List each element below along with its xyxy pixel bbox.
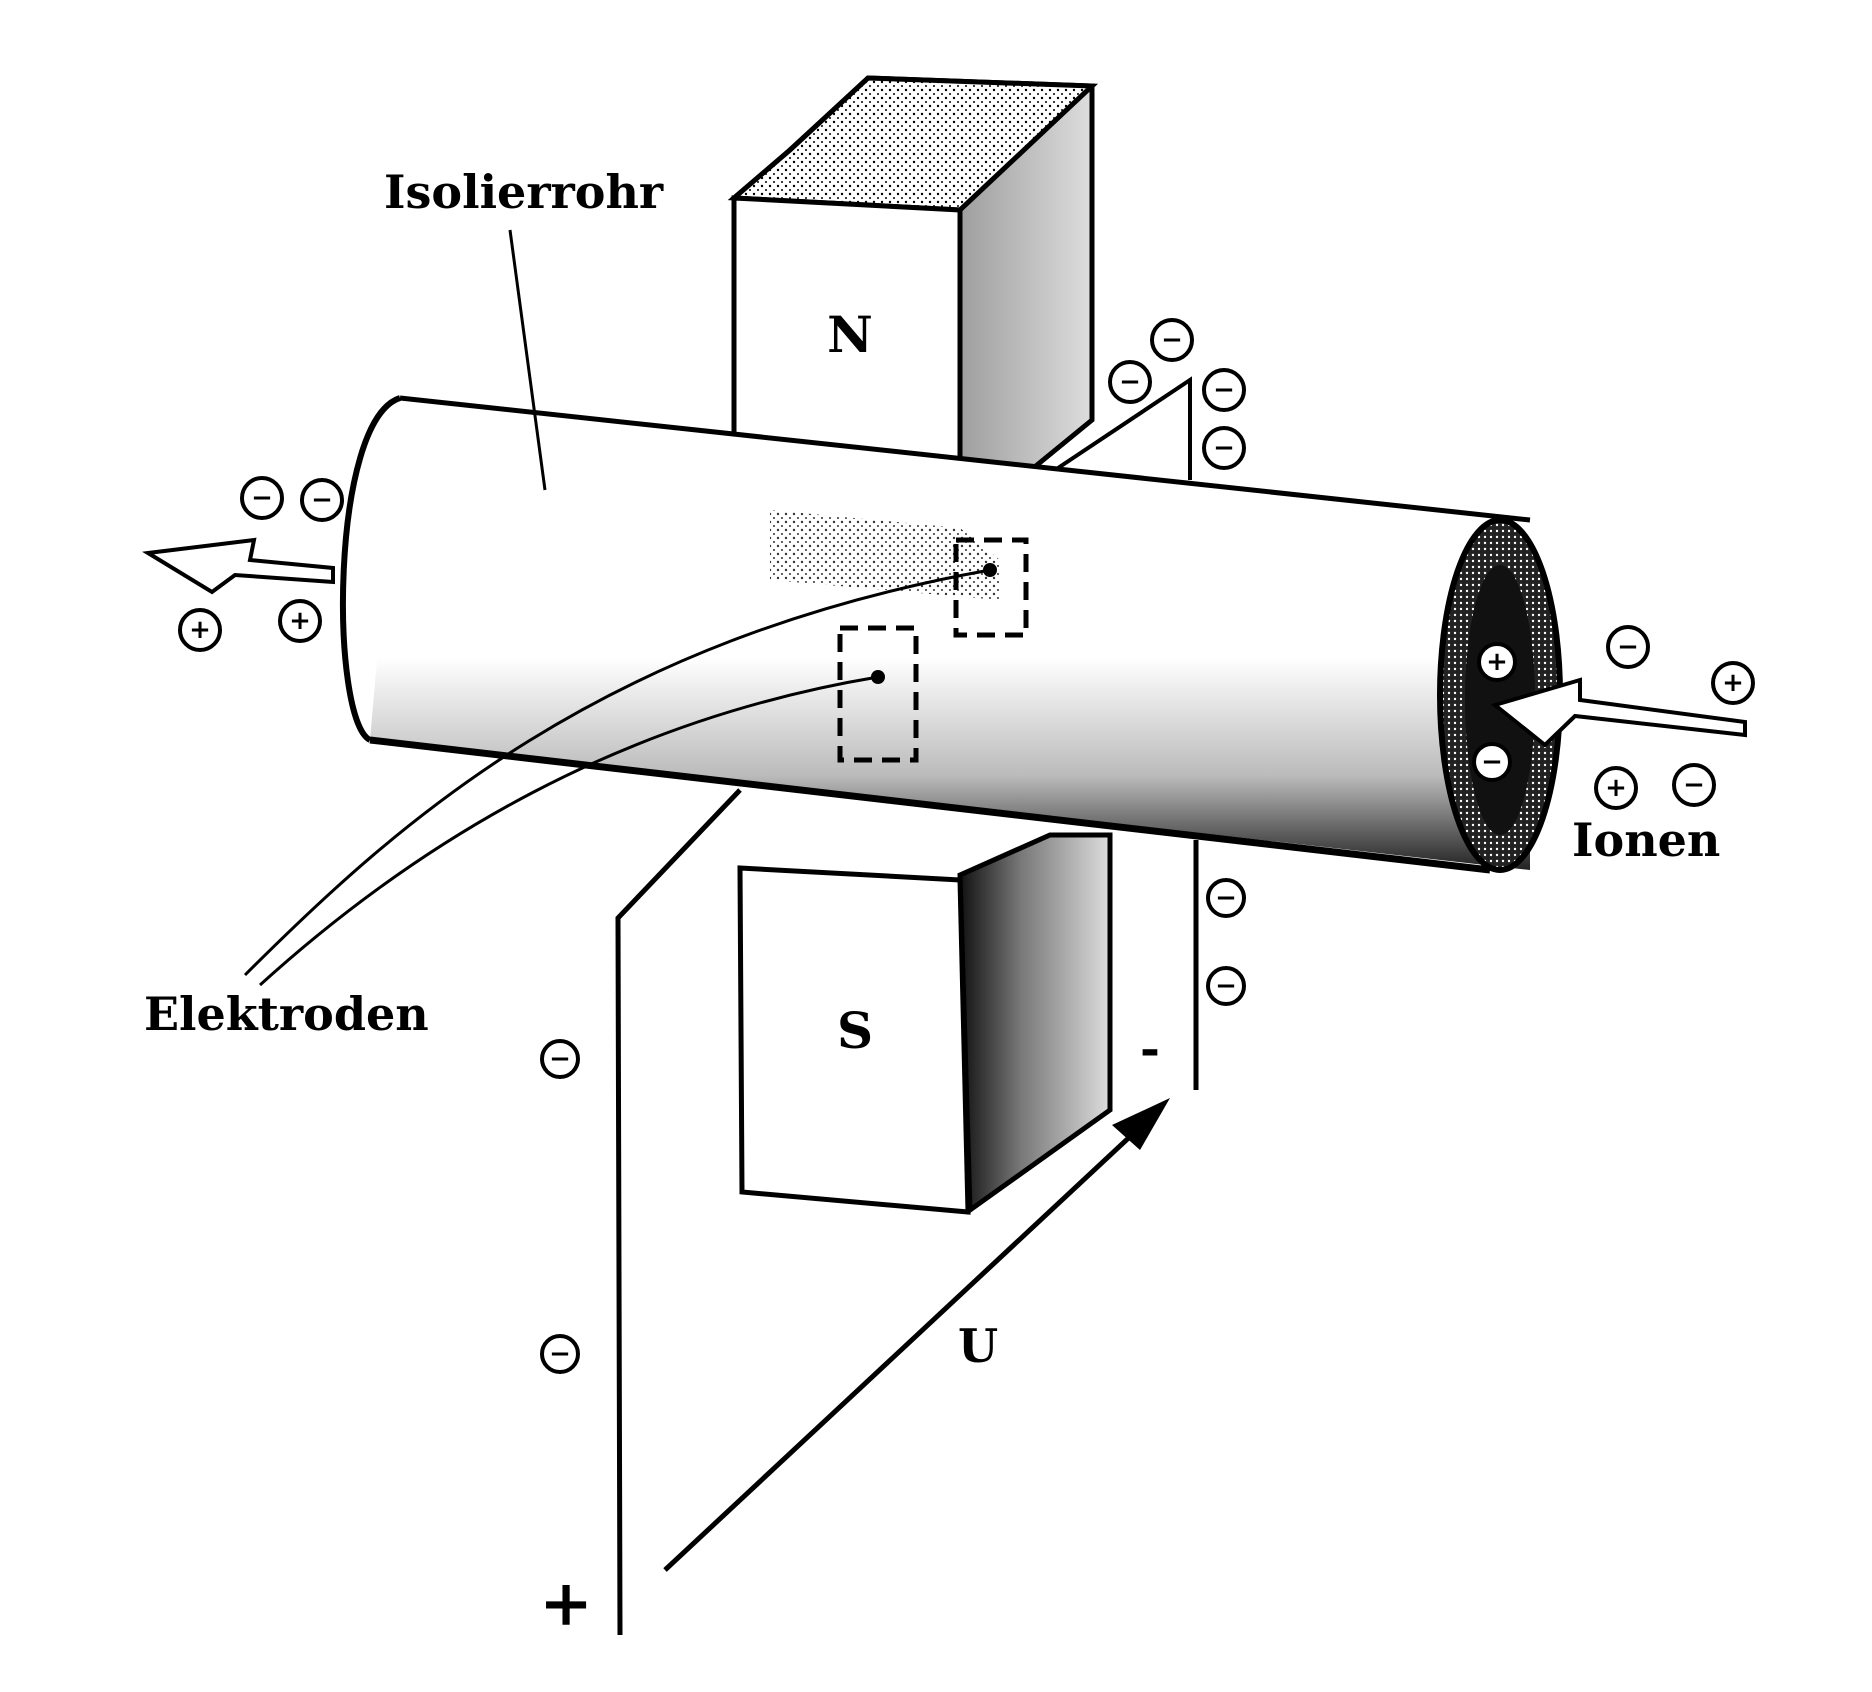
north-pole-label: N bbox=[827, 305, 873, 364]
tube-label: Isolierrohr bbox=[384, 165, 664, 219]
svg-text:−: − bbox=[311, 485, 333, 515]
svg-text:−: − bbox=[549, 1044, 571, 1074]
electrode-front bbox=[837, 625, 919, 763]
svg-text:+: + bbox=[1486, 647, 1508, 677]
inflow-arrow bbox=[1490, 677, 1747, 748]
svg-text:−: − bbox=[1213, 375, 1235, 405]
positive-charge: + bbox=[278, 599, 322, 643]
voltage-arrow bbox=[663, 1116, 1152, 1572]
negative-charge: − bbox=[1206, 878, 1246, 918]
svg-text:+: + bbox=[1605, 773, 1627, 803]
negative-charge: − bbox=[1202, 368, 1246, 412]
svg-text:−: − bbox=[1161, 325, 1183, 355]
negative-charge: − bbox=[540, 1334, 580, 1374]
negative-charge: − bbox=[300, 478, 344, 522]
svg-text:+: + bbox=[189, 615, 211, 645]
negative-charge: − bbox=[540, 1039, 580, 1079]
outflow-arrow bbox=[142, 537, 335, 595]
electrode-leader-2 bbox=[258, 675, 879, 987]
negative-charge: − bbox=[1672, 763, 1716, 807]
negative-charge: − bbox=[1606, 625, 1650, 669]
south-pole-label: S bbox=[837, 1001, 873, 1060]
front-circuit-wire bbox=[615, 788, 742, 1636]
minus-terminal-label: - bbox=[1140, 1021, 1160, 1077]
svg-text:−: − bbox=[1683, 770, 1705, 800]
tube-left-end bbox=[339, 395, 402, 743]
svg-text:−: − bbox=[1119, 367, 1141, 397]
south-magnet-side bbox=[957, 832, 1113, 1215]
voltage-label: U bbox=[958, 1319, 998, 1373]
magnet-shadow bbox=[770, 510, 1000, 600]
svg-text:−: − bbox=[1215, 883, 1237, 913]
ions-label: Ionen bbox=[1572, 813, 1720, 867]
charges: − − + + − − − − + − − + + − − − − − bbox=[178, 318, 1755, 1374]
negative-charge: − bbox=[1202, 426, 1246, 470]
positive-charge: + bbox=[1711, 661, 1755, 705]
back-electrode-wire bbox=[1038, 376, 1192, 482]
negative-charge: − bbox=[1150, 318, 1194, 362]
insulating-tube bbox=[339, 395, 1563, 874]
svg-text:+: + bbox=[289, 606, 311, 636]
svg-text:−: − bbox=[1617, 632, 1639, 662]
voltage-arrowhead bbox=[1112, 1098, 1170, 1150]
positive-charge: + bbox=[1594, 766, 1638, 810]
svg-text:−: − bbox=[1213, 433, 1235, 463]
svg-text:−: − bbox=[549, 1339, 571, 1369]
negative-charge: − bbox=[1108, 360, 1152, 404]
tube-leader-line bbox=[508, 229, 547, 491]
svg-text:−: − bbox=[1215, 971, 1237, 1001]
electrode-back bbox=[953, 537, 1029, 638]
svg-text:+: + bbox=[1722, 668, 1744, 698]
svg-text:−: − bbox=[1481, 747, 1503, 777]
negative-charge: − bbox=[240, 476, 284, 520]
plus-terminal-label: + bbox=[539, 1566, 593, 1641]
negative-charge: − bbox=[1206, 966, 1246, 1006]
south-magnet-face bbox=[737, 865, 971, 1215]
negative-charge: − bbox=[1472, 742, 1512, 782]
positive-charge: + bbox=[178, 608, 222, 652]
svg-text:−: − bbox=[251, 483, 273, 513]
electrodes-label: Elektroden bbox=[144, 987, 429, 1041]
positive-charge: + bbox=[1477, 642, 1517, 682]
south-magnet: S bbox=[737, 832, 1113, 1215]
electrode-leader-1 bbox=[243, 568, 991, 977]
